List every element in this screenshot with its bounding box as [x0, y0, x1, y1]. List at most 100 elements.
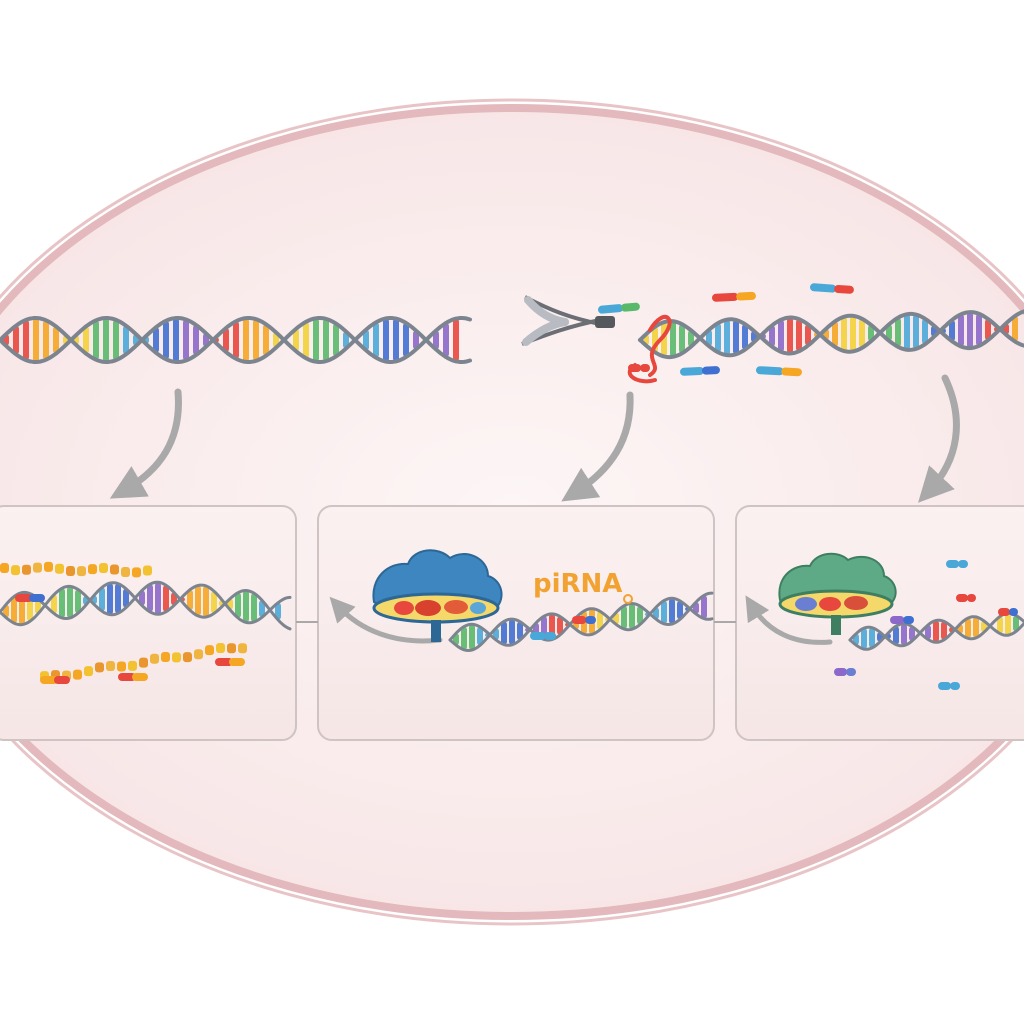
- sugar-phosphate-backbone: [448, 596, 714, 653]
- precursor-bead: [88, 564, 97, 575]
- base-pair: [958, 314, 964, 347]
- base-pair: [933, 620, 939, 643]
- base-pair: [51, 594, 57, 614]
- sugar-phosphate-backbone: [0, 581, 292, 625]
- base-pair: [477, 626, 483, 646]
- base-pair: [787, 317, 793, 354]
- base-pair: [509, 619, 515, 645]
- base-pair: [922, 318, 928, 345]
- base-pair: [83, 326, 89, 354]
- base-pair: [925, 624, 931, 640]
- piwi-protein-icon: [372, 549, 503, 642]
- base-pair: [103, 318, 109, 362]
- sugar-phosphate-backbone: [0, 580, 292, 631]
- base-pair: [901, 623, 907, 646]
- precursor-bead: [143, 565, 152, 576]
- nucleotide-fragment: [946, 560, 968, 568]
- base-pair: [841, 316, 847, 351]
- nucleotide-fragment: [938, 682, 960, 690]
- base-pair: [59, 588, 65, 618]
- base-pair: [363, 329, 369, 351]
- base-pair: [333, 323, 339, 357]
- precursor-bead: [73, 669, 82, 680]
- curved-arrow-icon: [329, 596, 443, 644]
- base-pair: [742, 324, 748, 350]
- base-pair: [1013, 615, 1019, 632]
- cell-membrane-outer: [0, 98, 1024, 926]
- base-pair: [629, 603, 635, 630]
- precursor-bead: [84, 666, 93, 677]
- base-pair: [233, 321, 239, 359]
- base-pair: [123, 588, 129, 608]
- cleaved-fragment: [648, 315, 672, 377]
- sugar-phosphate-backbone: [638, 310, 1024, 360]
- base-pair: [967, 312, 973, 349]
- precursor-bead: [66, 566, 75, 577]
- nucleotide-fragment: [809, 283, 854, 294]
- base-pair: [913, 314, 919, 349]
- base-pair: [557, 616, 563, 635]
- sugar-phosphate-backbone: [638, 309, 1024, 358]
- rna-helix-left-panel: [0, 580, 292, 631]
- base-pair: [715, 323, 721, 353]
- rna-helix-right-panel: [848, 611, 1024, 651]
- base-pair: [453, 318, 459, 362]
- base-pair: [115, 583, 121, 614]
- base-pair: [251, 593, 257, 622]
- precursor-bead: [22, 564, 31, 575]
- base-pair: [383, 318, 389, 362]
- base-pair: [949, 320, 955, 342]
- base-pair: [183, 319, 189, 361]
- base-pair: [193, 324, 199, 356]
- base-pair: [677, 600, 683, 620]
- base-pair: [67, 586, 73, 618]
- base-pair: [886, 324, 892, 341]
- precursor-bead: [106, 661, 115, 672]
- base-pair: [99, 587, 105, 612]
- nucleotide-fragment: [597, 302, 640, 314]
- base-pair: [701, 595, 707, 619]
- base-pair: [163, 585, 169, 612]
- precursor-bead: [11, 565, 20, 576]
- base-pair: [43, 320, 49, 360]
- base-pair: [139, 590, 145, 606]
- base-pair: [997, 616, 1003, 634]
- base-pair: [909, 626, 915, 642]
- rna-helix-middle-panel: [448, 591, 714, 653]
- nucleotide-fragment: [40, 676, 70, 684]
- base-pair: [23, 319, 29, 361]
- nucleotide-fragment: [118, 673, 148, 681]
- nucleotide-fragment: [890, 616, 914, 624]
- base-pair: [11, 596, 17, 624]
- base-pair: [293, 328, 299, 352]
- pirna-label: piRNA: [533, 569, 622, 599]
- base-pair: [597, 611, 603, 630]
- base-pair: [805, 324, 811, 346]
- panel-right: [735, 505, 1024, 741]
- base-pair: [113, 319, 119, 361]
- nucleotide-fragments: [597, 283, 854, 377]
- precursor-bead: [0, 563, 9, 573]
- base-pair: [173, 318, 179, 362]
- base-pair: [187, 589, 193, 611]
- base-pair: [403, 322, 409, 358]
- nucleotide-fragment: [956, 594, 976, 602]
- precursor-bead: [183, 652, 192, 663]
- base-pair: [868, 324, 874, 342]
- curved-arrow-icon: [561, 391, 634, 502]
- curved-arrow-icon: [745, 595, 833, 645]
- base-pair: [895, 317, 901, 347]
- nucleotide-fragment: [998, 608, 1018, 616]
- base-pair: [669, 598, 675, 624]
- base-pair: [313, 318, 319, 362]
- nucleotide-fragment: [755, 366, 802, 377]
- base-pair: [343, 331, 349, 349]
- sugar-phosphate-backbone: [848, 615, 1024, 651]
- base-pair: [637, 606, 643, 625]
- base-pair: [688, 330, 694, 347]
- sugar-phosphate-backbone: [448, 591, 714, 647]
- base-pair: [733, 320, 739, 355]
- nucleotide-fragment: [530, 632, 556, 640]
- base-pair: [275, 602, 281, 620]
- base-pair: [443, 322, 449, 358]
